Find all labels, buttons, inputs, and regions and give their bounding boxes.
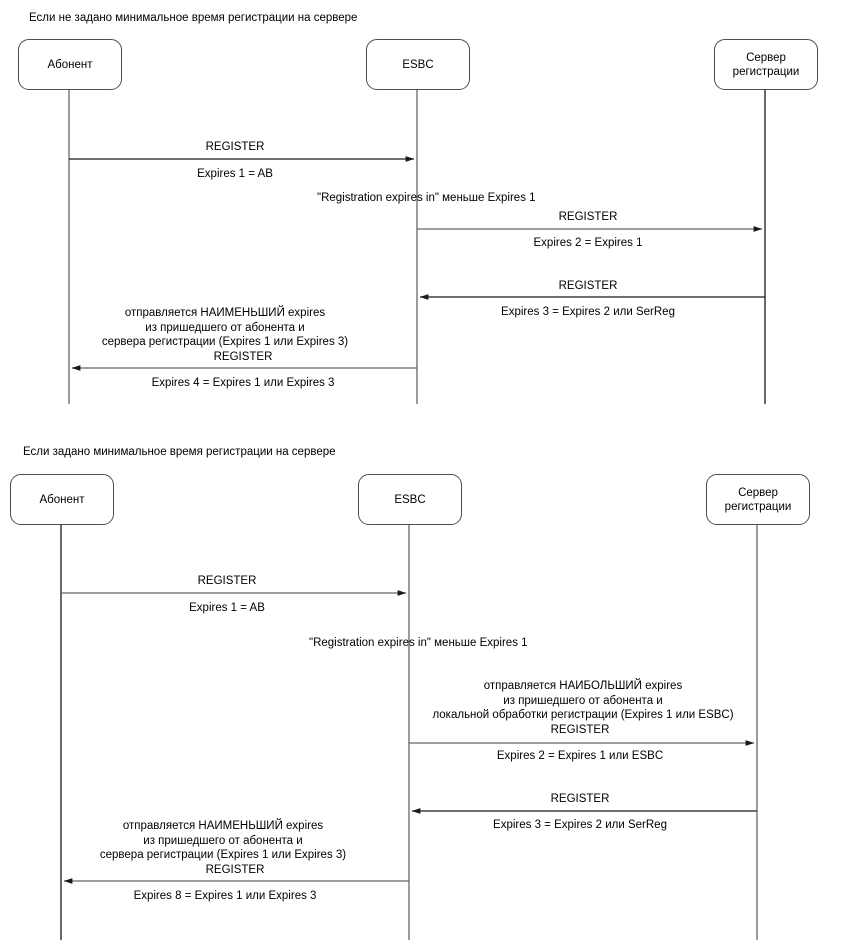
msg-label-register-4-d2: REGISTER bbox=[205, 864, 265, 876]
note-line-1: отправляется НАИМЕНЬШИЙ expires bbox=[124, 307, 326, 319]
msg-sublabel-register-2-d1: Expires 2 = Expires 1 bbox=[533, 237, 643, 249]
note-registration-expires-in-d2: "Registration expires in" меньше Expires… bbox=[309, 637, 528, 649]
actor-label-regserver-2-line2: регистрации bbox=[724, 500, 792, 513]
actor-label-regserver-1-line1: Сервер bbox=[746, 51, 786, 64]
diagram-2-title: Если задано минимальное время регистраци… bbox=[23, 446, 336, 458]
actor-label-regserver-1-line2: регистрации bbox=[732, 65, 800, 78]
msg-label-register-3-d1: REGISTER bbox=[558, 280, 618, 292]
msg-label-register-4-d1: REGISTER bbox=[213, 351, 273, 363]
note-line-3: сервера регистрации (Expires 1 или Expir… bbox=[101, 336, 349, 348]
note-smallest-expires-d1: отправляется НАИМЕНЬШИЙ expires из прише… bbox=[102, 306, 348, 350]
note-line-3: локальной обработки регистрации (Expires… bbox=[432, 709, 734, 721]
msg-sublabel-register-3-d1: Expires 3 = Expires 2 или SerReg bbox=[501, 306, 675, 318]
note-line-2: из пришедшего от абонента и bbox=[143, 834, 303, 847]
actor-label-subscriber-1: Абонент bbox=[47, 58, 93, 71]
actor-label-esbc-2: ESBC bbox=[394, 493, 426, 506]
note-line-2: из пришедшего от абонента и bbox=[145, 321, 305, 334]
actor-label-esbc-1: ESBC bbox=[402, 58, 434, 71]
msg-label-register-1-d2: REGISTER bbox=[197, 575, 257, 587]
diagram-1-title: Если не задано минимальное время регистр… bbox=[29, 12, 358, 24]
msg-sublabel-register-1-d2: Expires 1 = AB bbox=[189, 602, 265, 614]
note-line-1: отправляется НАИМЕНЬШИЙ expires bbox=[122, 820, 324, 832]
msg-sublabel-register-4-d1: Expires 4 = Expires 1 или Expires 3 bbox=[151, 377, 335, 389]
note-line-1: отправляется НАИБОЛЬШИЙ expires bbox=[483, 680, 683, 692]
msg-sublabel-register-3-d2: Expires 3 = Expires 2 или SerReg bbox=[493, 819, 667, 831]
msg-label-register-3-d2: REGISTER bbox=[550, 793, 610, 805]
note-smallest-expires-d2: отправляется НАИМЕНЬШИЙ expires из прише… bbox=[100, 819, 346, 863]
actor-box-regserver-1[interactable]: Сервер регистрации bbox=[714, 39, 818, 90]
msg-sublabel-register-4-d2: Expires 8 = Expires 1 или Expires 3 bbox=[133, 890, 317, 902]
note-line-3: сервера регистрации (Expires 1 или Expir… bbox=[99, 849, 347, 861]
actor-box-subscriber-2[interactable]: Абонент bbox=[10, 474, 114, 525]
actor-box-esbc-2[interactable]: ESBC bbox=[358, 474, 462, 525]
actor-label-regserver-2-line1: Сервер bbox=[738, 486, 778, 499]
msg-sublabel-register-2-d2: Expires 2 = Expires 1 или ESBC bbox=[496, 750, 664, 762]
msg-label-register-2-d2: REGISTER bbox=[550, 724, 610, 736]
actor-box-subscriber-1[interactable]: Абонент bbox=[18, 39, 122, 90]
actor-box-regserver-2[interactable]: Сервер регистрации bbox=[706, 474, 810, 525]
actor-label-subscriber-2: Абонент bbox=[39, 493, 85, 506]
msg-label-register-1-d1: REGISTER bbox=[205, 141, 265, 153]
msg-sublabel-register-1-d1: Expires 1 = AB bbox=[197, 168, 273, 180]
msg-label-register-2-d1: REGISTER bbox=[558, 211, 618, 223]
note-largest-expires-d2: отправляется НАИБОЛЬШИЙ expires из прише… bbox=[432, 679, 733, 723]
actor-box-esbc-1[interactable]: ESBC bbox=[366, 39, 470, 90]
note-line-2: из пришедшего от абонента и bbox=[503, 694, 663, 707]
note-registration-expires-in-d1: "Registration expires in" меньше Expires… bbox=[317, 192, 536, 204]
